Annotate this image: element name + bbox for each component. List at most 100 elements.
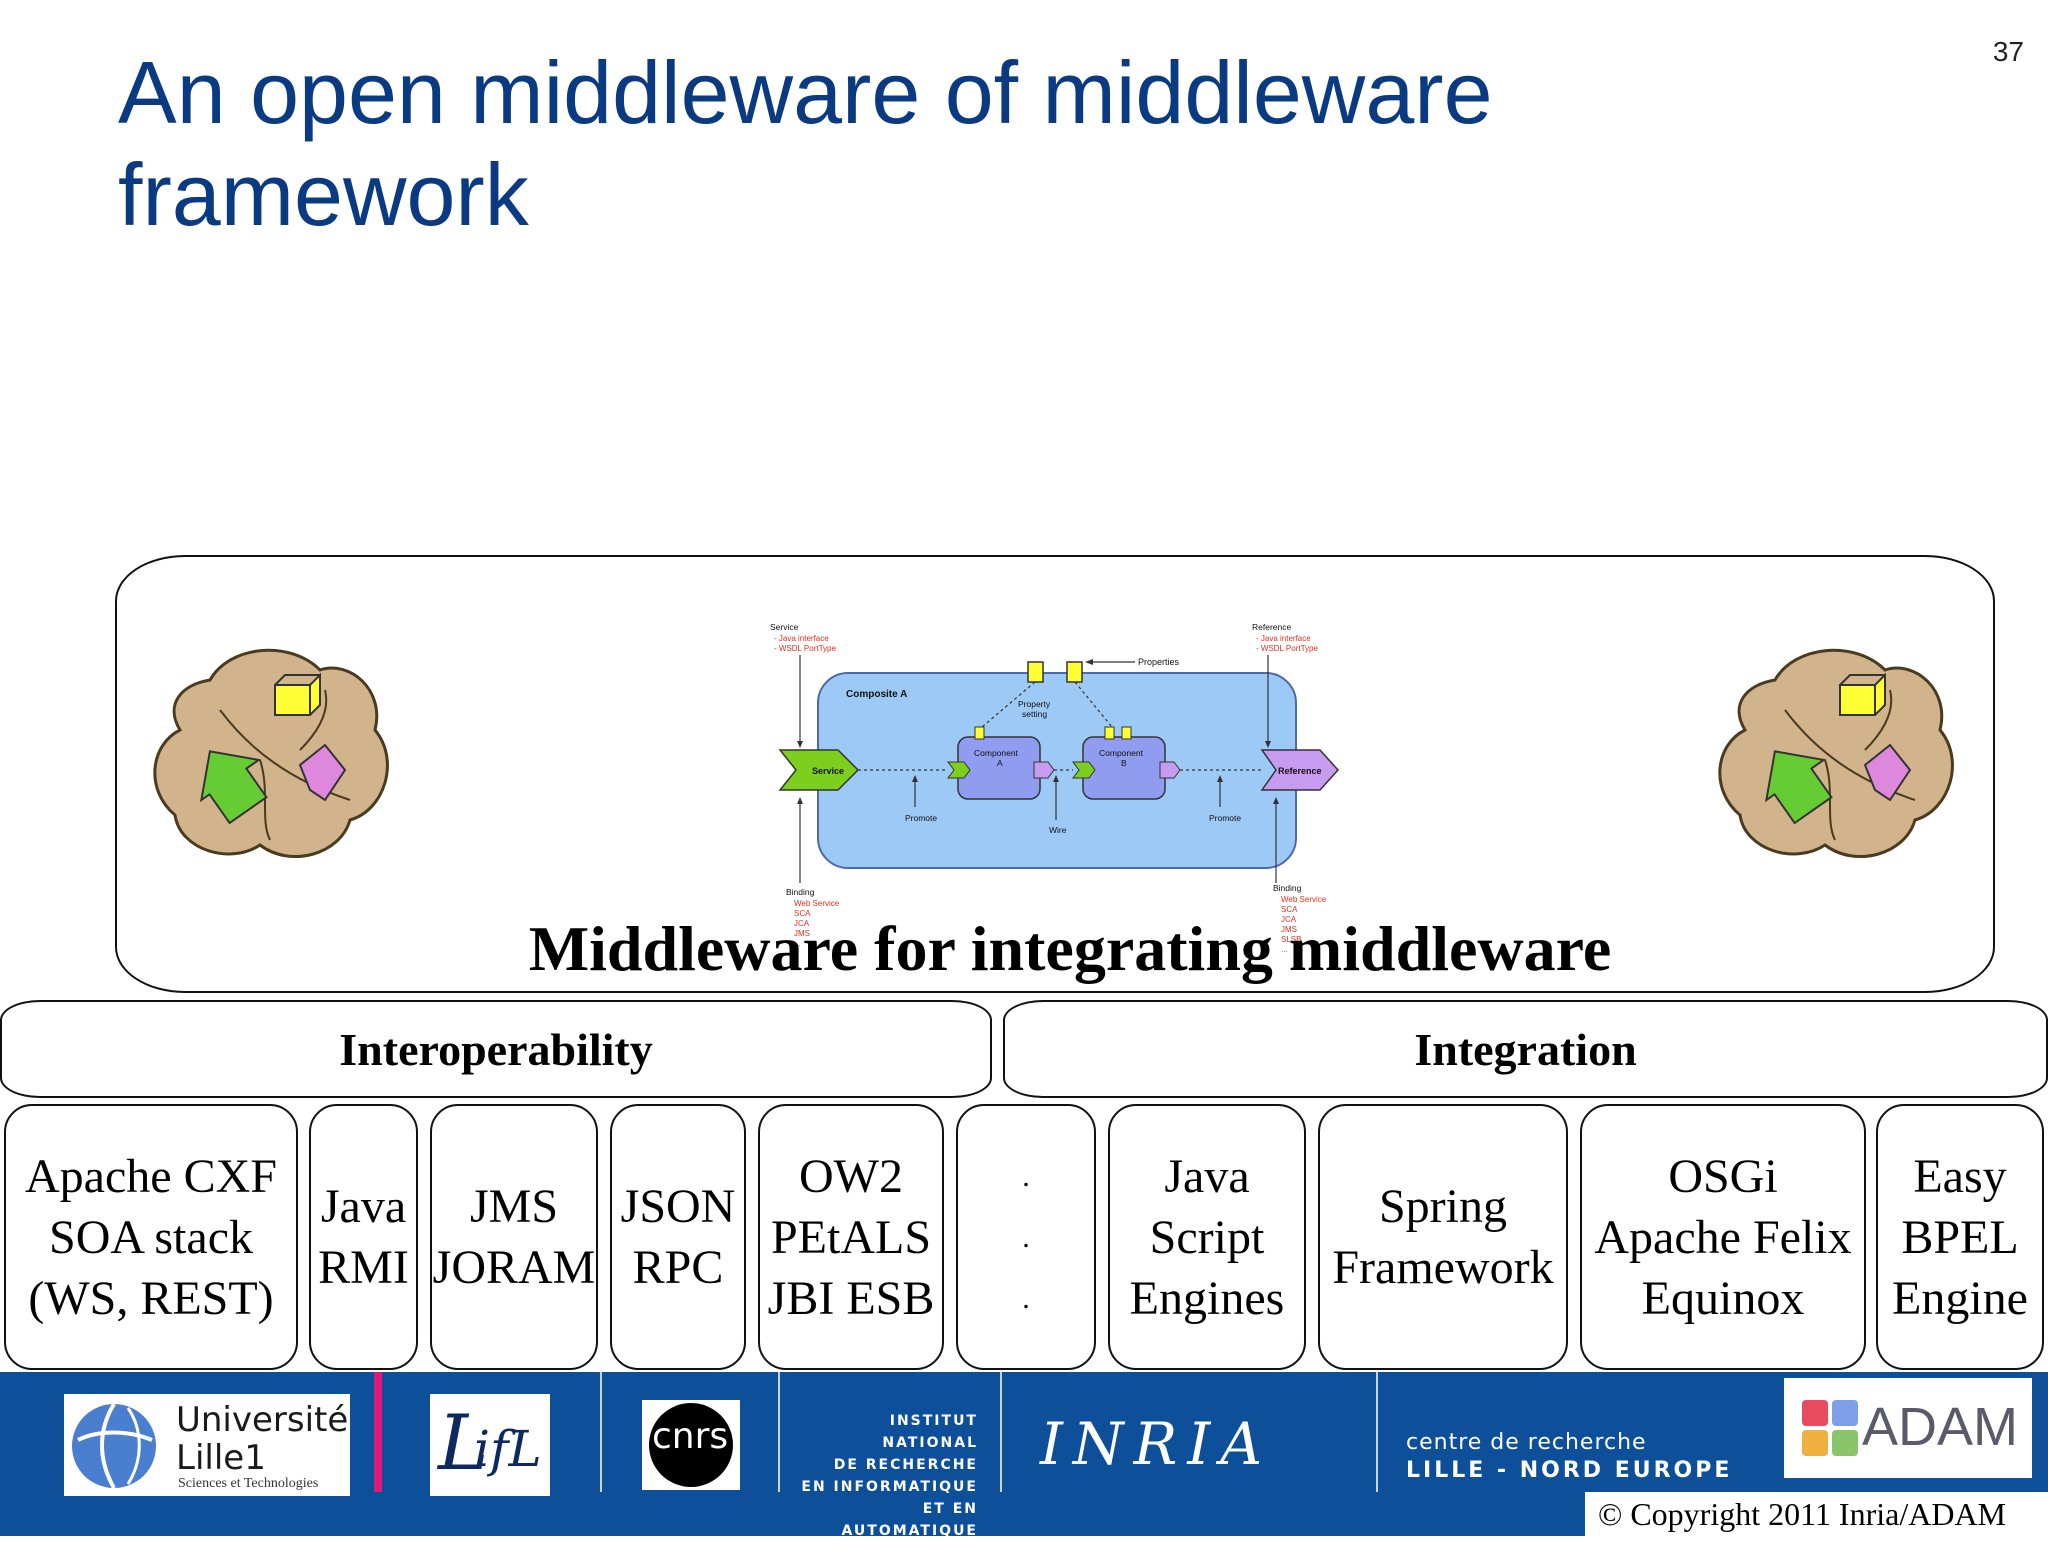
svg-text:Wire: Wire	[1049, 825, 1067, 835]
interoperability-band: Interoperability	[0, 1000, 992, 1098]
tech-javascript-engines: Java Script Engines	[1108, 1104, 1306, 1370]
tech-spring-framework: Spring Framework	[1318, 1104, 1568, 1370]
svg-text:Property: Property	[1018, 699, 1051, 709]
tech-line: Apache Felix	[1594, 1210, 1852, 1264]
svg-text:Binding: Binding	[786, 887, 815, 897]
tech-line: JSON	[620, 1180, 736, 1233]
svg-text:Composite A: Composite A	[846, 689, 907, 700]
tech-osgi: OSGi Apache Felix Equinox	[1580, 1104, 1866, 1370]
footer-separator	[600, 1372, 602, 1492]
tech-apache-cxf: Apache CXF SOA stack (WS, REST)	[4, 1104, 298, 1370]
centre-text-2: LILLE - NORD EUROPE	[1406, 1458, 1733, 1483]
tech-line: .	[1022, 1281, 1030, 1315]
inria-inst-line: EN INFORMATIQUE	[801, 1479, 978, 1495]
tech-line: .	[1022, 1159, 1030, 1193]
tech-line: Java	[1164, 1149, 1250, 1203]
footer-separator	[778, 1372, 780, 1492]
svg-text:Component: Component	[1099, 748, 1144, 758]
middleware-caption: Middleware for integrating middleware	[528, 913, 1612, 984]
tech-line: Framework	[1332, 1241, 1554, 1294]
tech-java-rmi: Java RMI	[309, 1104, 418, 1370]
cnrs-icon	[642, 1400, 740, 1490]
footer-separator	[1000, 1372, 1002, 1492]
inria-inst-line: ET EN AUTOMATIQUE	[841, 1501, 978, 1539]
footer-logo-band: Université Lille1 Sciences et Technologi…	[0, 1372, 2048, 1539]
svg-text:Service: Service	[770, 622, 799, 632]
component-leaf-icon-right	[1718, 648, 1954, 859]
tech-ow2-petals: OW2 PEtALS JBI ESB	[758, 1104, 944, 1370]
svg-text:Promote: Promote	[905, 813, 937, 823]
svg-text:- WSDL PortType: - WSDL PortType	[774, 644, 836, 653]
tech-line: Equinox	[1641, 1271, 1805, 1325]
sca-composite-diagram: Composite A Properties Property setting …	[770, 622, 1340, 954]
tech-line: RPC	[632, 1241, 724, 1294]
tech-line: JMS	[469, 1180, 559, 1233]
tech-line: Script	[1149, 1210, 1265, 1264]
inria-inst-line: INSTITUT NATIONAL	[882, 1413, 978, 1451]
copyright-text: © Copyright 2011 Inria/ADAM	[1598, 1496, 2006, 1532]
tech-line: JORAM	[432, 1241, 596, 1294]
lille1-text-3: Sciences et Technologies	[178, 1476, 319, 1491]
lille1-text-2: Lille1	[176, 1438, 266, 1478]
svg-text:JCA: JCA	[1281, 915, 1297, 924]
cnrs-text: cnrs	[652, 1416, 729, 1457]
interoperability-label: Interoperability	[339, 1023, 653, 1075]
tech-line: Apache CXF	[25, 1149, 277, 1203]
svg-text:...: ...	[1281, 945, 1288, 954]
inria-institute-text: INSTITUT NATIONAL DE RECHERCHE EN INFORM…	[800, 1410, 978, 1542]
tech-line: OSGi	[1668, 1149, 1778, 1203]
centre-text-1: centre de recherche	[1406, 1430, 1647, 1455]
tech-line: Spring	[1378, 1180, 1507, 1233]
lifl-text: ifL	[474, 1420, 542, 1478]
integration-band: Integration	[1003, 1000, 2048, 1098]
tech-line: RMI	[318, 1241, 409, 1294]
tech-line: OW2	[799, 1149, 903, 1203]
tech-ellipsis: . . .	[956, 1104, 1096, 1370]
tech-line: Engines	[1129, 1271, 1285, 1325]
tech-line: Easy	[1913, 1149, 2007, 1203]
svg-text:Component: Component	[974, 748, 1019, 758]
globe-icon	[72, 1402, 156, 1489]
component-leaf-icon-left	[153, 648, 389, 859]
svg-text:- WSDL PortType: - WSDL PortType	[1256, 644, 1318, 653]
svg-text:Promote: Promote	[1209, 813, 1241, 823]
svg-text:JCA: JCA	[794, 919, 810, 928]
svg-text:Reference: Reference	[1252, 622, 1291, 632]
svg-text:- Java interface: - Java interface	[1256, 634, 1311, 643]
title-line-1: An open middleware of middleware	[118, 43, 1493, 142]
copyright-background	[1585, 1492, 2048, 1536]
svg-text:- Java interface: - Java interface	[774, 634, 829, 643]
svg-text:Service: Service	[812, 766, 844, 776]
svg-text:Properties: Properties	[1138, 657, 1180, 667]
svg-text:SLSB: SLSB	[1281, 935, 1301, 944]
lille1-logo: Université Lille1 Sciences et Technologi…	[64, 1394, 350, 1496]
svg-text:SCA: SCA	[794, 909, 811, 918]
adam-puzzle-icon	[1802, 1400, 1858, 1456]
svg-text:setting: setting	[1022, 709, 1047, 719]
svg-text:JMS: JMS	[1281, 925, 1297, 934]
svg-text:JMS: JMS	[794, 929, 810, 938]
tech-line: Engine	[1892, 1271, 2028, 1325]
svg-text:Reference: Reference	[1278, 766, 1322, 776]
cnrs-logo: cnrs	[642, 1400, 740, 1490]
adam-text: ADAM	[1862, 1397, 2019, 1457]
svg-text:Web Service: Web Service	[794, 899, 840, 908]
tech-line: BPEL	[1901, 1210, 2019, 1264]
lille1-text-1: Université	[176, 1400, 349, 1440]
svg-text:A: A	[997, 758, 1003, 768]
footer-separator	[1376, 1372, 1378, 1492]
svg-text:B: B	[1121, 758, 1127, 768]
tech-line: SOA stack	[49, 1210, 253, 1264]
slide-title: An open middleware of middleware framewo…	[118, 42, 1818, 246]
inria-inst-line: DE RECHERCHE	[833, 1457, 978, 1473]
svg-text:SCA: SCA	[1281, 905, 1298, 914]
slide-number: 37	[1992, 36, 2024, 67]
footer-separator	[374, 1372, 382, 1492]
tech-line: PEtALS	[770, 1210, 932, 1264]
tech-line: Java	[320, 1180, 407, 1233]
integration-label: Integration	[1414, 1023, 1637, 1075]
title-line-2: framework	[118, 145, 529, 244]
svg-text:Web Service: Web Service	[1281, 895, 1327, 904]
tech-line: .	[1022, 1220, 1030, 1254]
tech-line: JBI ESB	[767, 1271, 935, 1325]
